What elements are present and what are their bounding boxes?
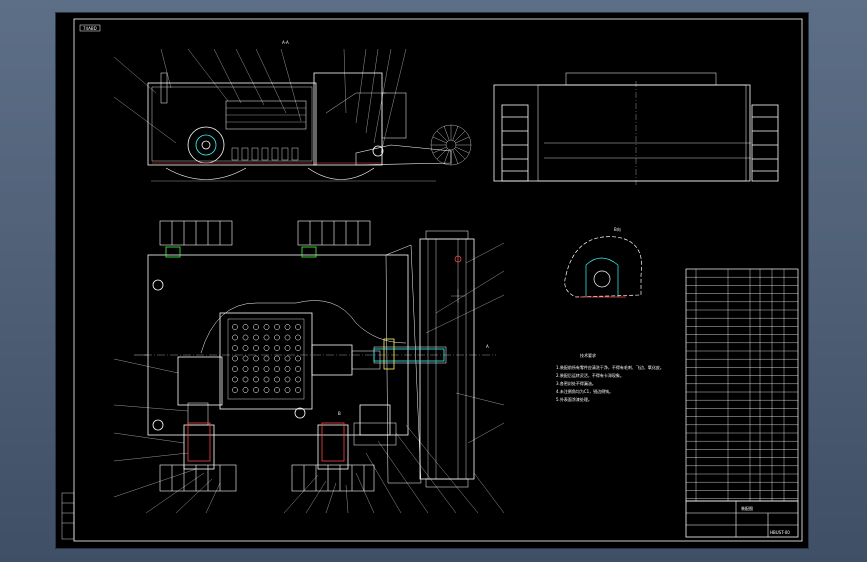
grid-hole (253, 355, 259, 362)
grid-hole (263, 334, 270, 341)
note-line: 4.未注倒角均为C1，锐边倒钝。 (556, 388, 613, 394)
title-block-name: 装配图 (741, 505, 753, 511)
margin-strip (61, 492, 75, 540)
section-leaders (113, 48, 436, 182)
grid-hole (232, 376, 238, 383)
grid-hole (232, 366, 238, 372)
grid-hole (295, 355, 301, 362)
cut-marker: A (486, 344, 489, 349)
drawing-sheet: 74ABD (56, 13, 808, 548)
parts-list-table (685, 268, 799, 502)
pointer-label: B (338, 411, 341, 416)
grid-hole (295, 345, 301, 351)
side-view (493, 72, 779, 185)
brush-roller-side (430, 124, 472, 166)
grid-hole (284, 324, 291, 330)
grid-hole (242, 345, 249, 351)
detail-b-view (564, 236, 643, 298)
grid-hole (284, 334, 291, 341)
grid-hole (263, 366, 270, 372)
note-line: 3.各密封处不得漏油。 (556, 380, 596, 386)
grid-hole (253, 334, 259, 341)
grid-hole (274, 324, 280, 330)
grid-hole (274, 345, 280, 351)
corner-tag: 74ABD (83, 26, 97, 31)
grid-hole (242, 366, 249, 372)
note-line: 5.外表面涂漆处理。 (556, 396, 592, 402)
grid-hole (232, 345, 238, 351)
section-label: A-A (282, 40, 289, 45)
grid-hole (253, 366, 259, 372)
drawing-number: HBUST-00 (770, 530, 790, 535)
grid-hole (295, 366, 301, 372)
grid-hole (242, 324, 249, 330)
section-view-aa (147, 72, 452, 180)
grid-hole (242, 387, 249, 393)
grid-hole (232, 334, 238, 341)
grid-hole (284, 345, 291, 351)
grid-hole (253, 376, 259, 383)
grid-holes (232, 324, 301, 393)
grid-hole (253, 387, 259, 393)
grid-hole (263, 324, 270, 330)
plan-leaders (113, 242, 505, 514)
grid-hole (253, 324, 259, 330)
grid-hole (274, 376, 280, 383)
colored-components (165, 246, 462, 462)
grid-hole (284, 366, 291, 372)
grid-hole (284, 355, 291, 362)
grid-hole (232, 324, 238, 330)
plan-view (134, 220, 496, 492)
grid-hole (274, 355, 280, 362)
grid-hole (232, 387, 238, 393)
grid-hole (263, 345, 270, 351)
detail-label: B向 (614, 226, 621, 232)
note-line: 2.装配后运转灵活，不得有卡滞现象。 (556, 372, 624, 378)
grid-hole (274, 334, 280, 341)
grid-hole (274, 387, 280, 393)
grid-hole (284, 387, 291, 393)
grid-hole (263, 376, 270, 383)
grid-hole (284, 376, 291, 383)
grid-hole (295, 387, 301, 393)
grid-hole (295, 324, 301, 330)
grid-hole (263, 387, 270, 393)
note-line: 1.装配前所有零件应清洗干净，不得有毛刺、飞边、氧化皮。 (556, 364, 664, 370)
corner-tag-box (79, 24, 101, 32)
grid-hole (232, 355, 238, 362)
grid-hole (253, 345, 259, 351)
grid-hole (295, 376, 301, 383)
technical-notes: 技术要求 1.装配前所有零件应清洗干净，不得有毛刺、飞边、氧化皮。 2.装配后运… (556, 352, 664, 402)
grid-hole (274, 366, 280, 372)
notes-title: 技术要求 (580, 352, 596, 358)
grid-hole (242, 334, 249, 341)
grid-hole (242, 376, 249, 383)
grid-hole (242, 355, 249, 362)
grid-hole (295, 334, 301, 341)
cad-drawing: 74ABD (61, 18, 803, 542)
grid-hole (263, 355, 270, 362)
title-block (685, 500, 799, 538)
drawing-frame (73, 18, 803, 542)
